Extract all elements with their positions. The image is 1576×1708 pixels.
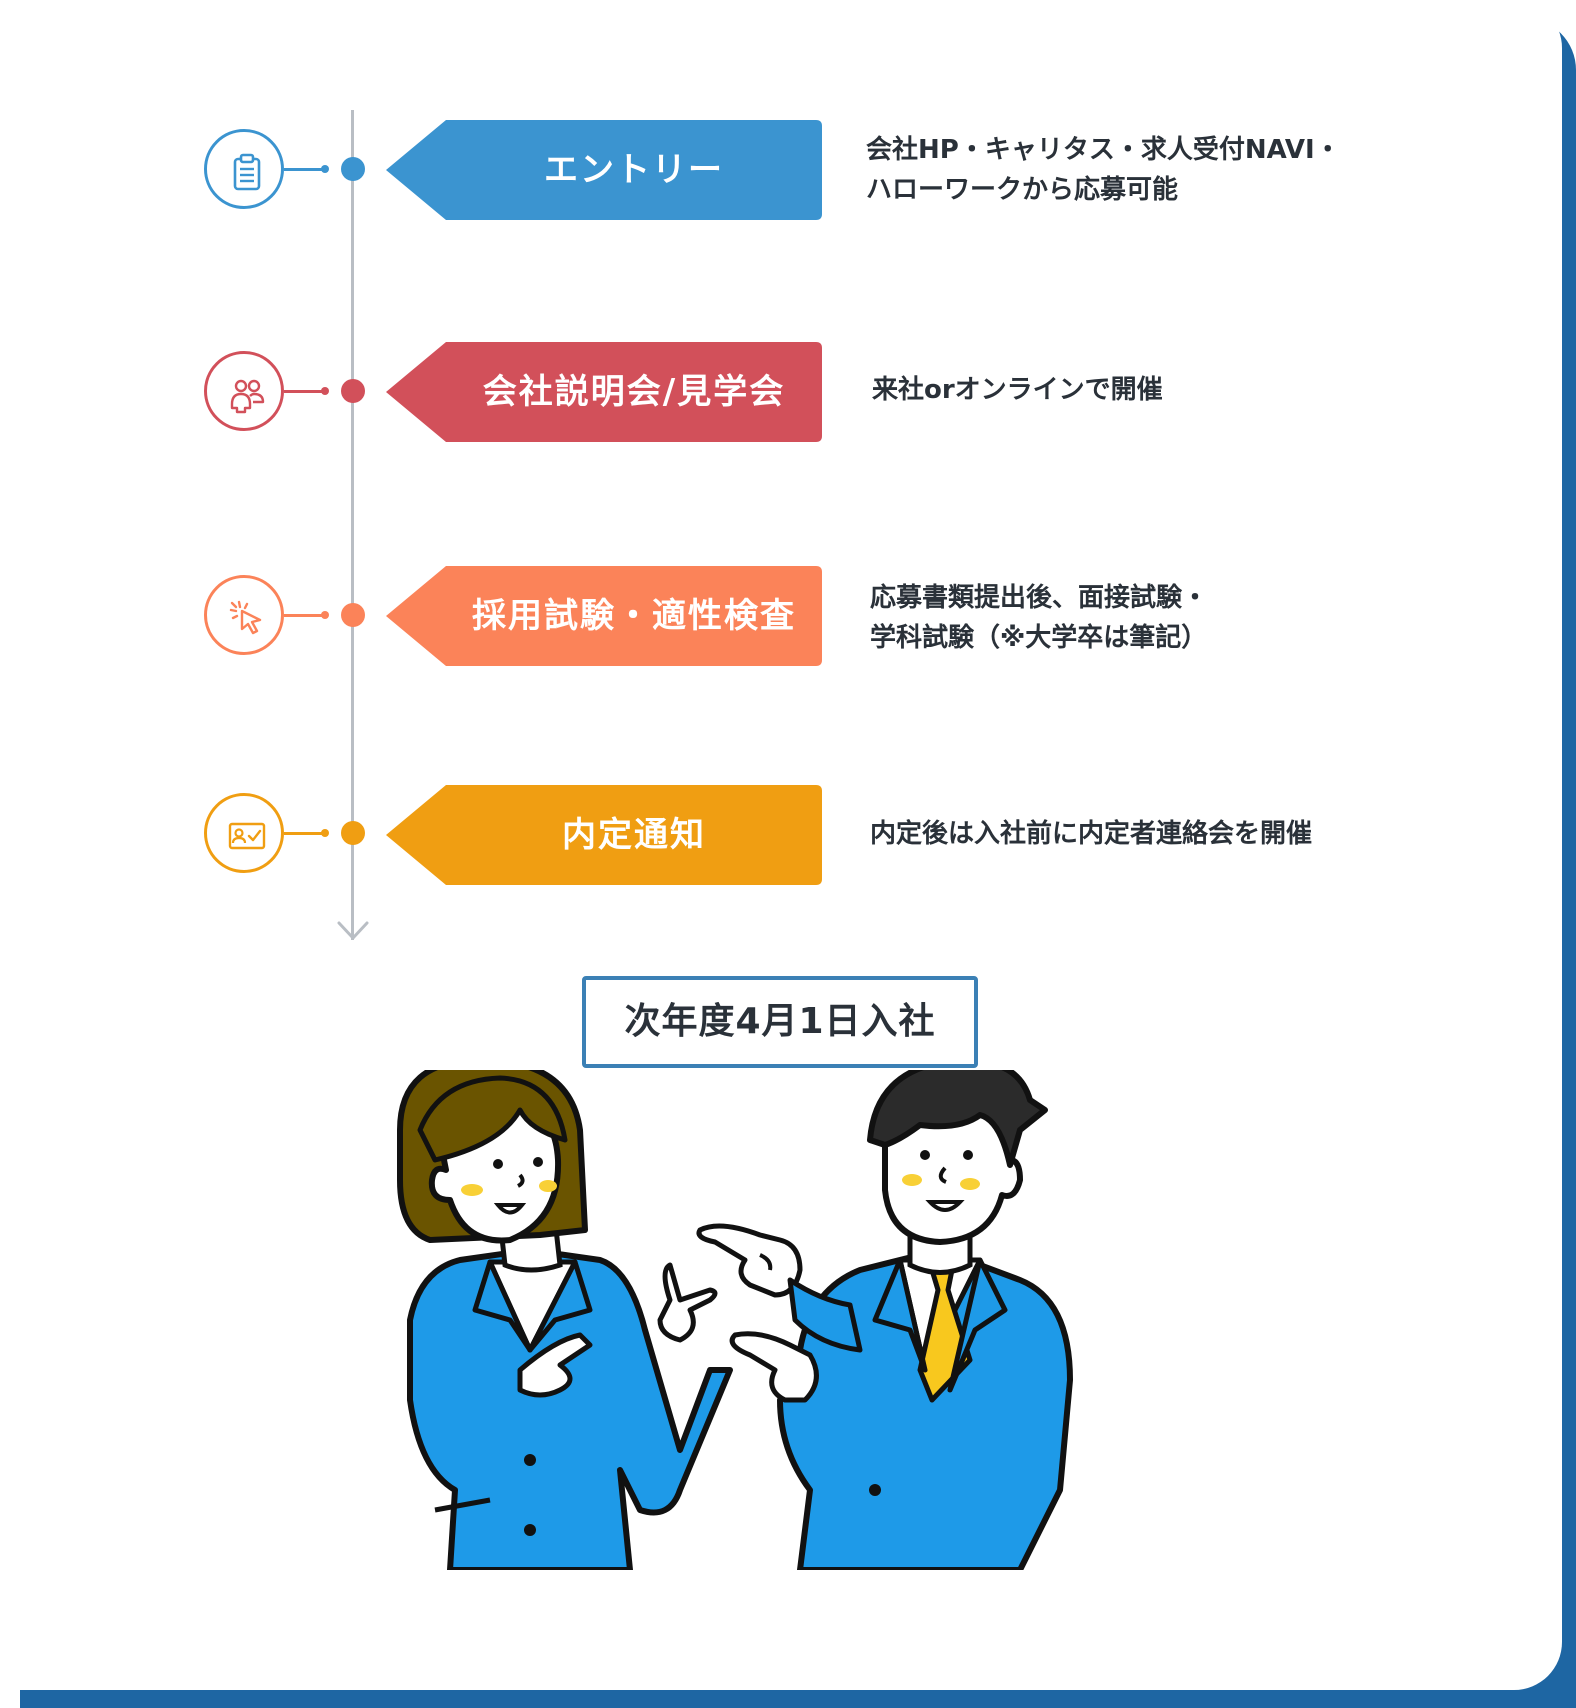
- timeline-node: [341, 379, 365, 403]
- step-label: 採用試験・適性検査: [472, 596, 796, 636]
- step-connector-dot: [321, 829, 329, 837]
- step-description: 来社orオンラインで開催: [872, 375, 1163, 405]
- step-entry: エントリー 会社HP・キャリタス・求人受付NAVI・ ハローワークから応募可能: [0, 110, 1400, 230]
- step-connector: [284, 168, 324, 171]
- step-exam: 採用試験・適性検査 応募書類提出後、面接試験・ 学科試験（※大学卒は筆記）: [0, 556, 1400, 676]
- step-description: 内定後は入社前に内定者連絡会を開催: [870, 819, 1313, 849]
- step-description: 会社HP・キャリタス・求人受付NAVI・ ハローワークから応募可能: [866, 135, 1341, 205]
- man-figure: [696, 1070, 1073, 1570]
- step-connector: [284, 614, 324, 617]
- step-connector-dot: [321, 611, 329, 619]
- step-label: 内定通知: [562, 815, 706, 855]
- people-icon: [204, 351, 284, 431]
- step-connector: [284, 832, 324, 835]
- step-connector-dot: [321, 165, 329, 173]
- step-offer: 内定通知 内定後は入社前に内定者連絡会を開催: [0, 778, 1400, 898]
- step-label: エントリー: [544, 150, 724, 190]
- step-tag: 会社説明会/見学会: [386, 342, 822, 442]
- timeline-node: [341, 603, 365, 627]
- step-tag: エントリー: [386, 120, 822, 220]
- step-description: 応募書類提出後、面接試験・ 学科試験（※大学卒は筆記）: [870, 583, 1209, 653]
- step-briefing: 会社説明会/見学会 来社orオンラインで開催: [0, 332, 1400, 452]
- id-card-check-icon: [204, 793, 284, 873]
- pointer-click-icon: [204, 575, 284, 655]
- timeline-arrow-down-icon: [337, 921, 369, 940]
- timeline-line: [351, 110, 354, 940]
- timeline-node: [341, 821, 365, 845]
- step-tag: 内定通知: [386, 785, 822, 885]
- step-label: 会社説明会/見学会: [482, 372, 786, 412]
- clipboard-icon: [204, 129, 284, 209]
- step-tag: 採用試験・適性検査: [386, 566, 822, 666]
- join-date-box: 次年度4月1日入社: [582, 976, 978, 1068]
- step-connector-dot: [321, 387, 329, 395]
- woman-figure: [397, 1070, 733, 1570]
- timeline-node: [341, 157, 365, 181]
- two-business-people-pointing-illustration: [397, 1070, 1073, 1570]
- step-connector: [284, 390, 324, 393]
